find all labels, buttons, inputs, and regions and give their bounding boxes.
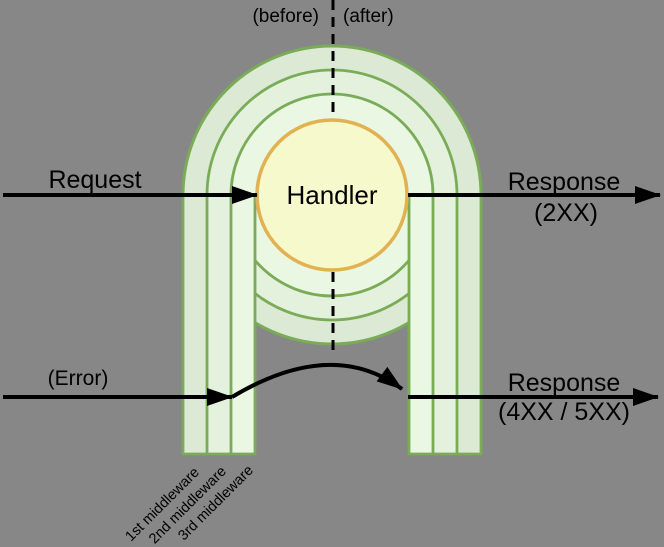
right-strip-middleware-2: [433, 195, 457, 454]
right-leg-borders: [407, 195, 483, 456]
response-success-line1: Response: [508, 168, 621, 196]
response-error-line2: (4XX / 5XX): [498, 398, 630, 426]
after-label: (after): [343, 6, 394, 27]
left-strip-middleware-3: [231, 195, 255, 454]
left-strip-middleware-1: [183, 195, 207, 454]
right-middleware-leg: [407, 195, 483, 456]
error-label: (Error): [48, 367, 109, 390]
response-success-line2: (2XX): [534, 199, 598, 227]
flow-arrows: [3, 186, 661, 406]
right-strip-middleware-1: [457, 195, 481, 454]
right-strip-middleware-3: [409, 195, 433, 454]
left-leg-borders: [181, 195, 257, 456]
left-strip-middleware-2: [207, 195, 231, 454]
request-label: Request: [48, 166, 141, 194]
handler-label: Handler: [286, 180, 377, 210]
response-success-label: Response (2XX): [508, 168, 621, 227]
left-middleware-leg: [181, 195, 257, 456]
error-bypass-curve-arrow: [230, 363, 404, 399]
response-error-label: Response (4XX / 5XX): [498, 369, 630, 426]
response-error-line1: Response: [508, 369, 621, 397]
before-label: (before): [252, 6, 319, 27]
